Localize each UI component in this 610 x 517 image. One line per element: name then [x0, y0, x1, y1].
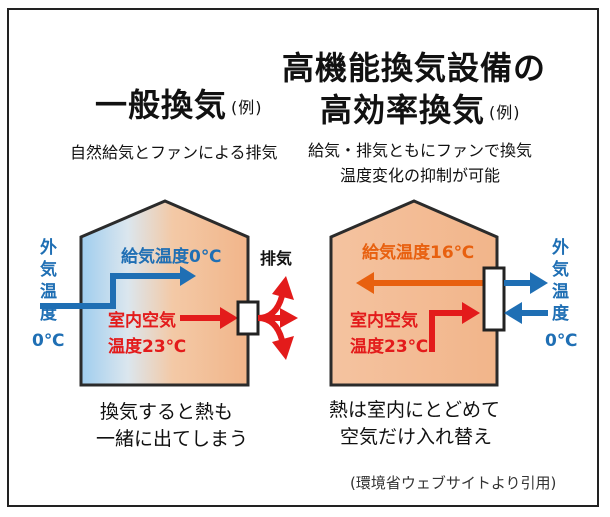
source-citation: (環境省ウェブサイトより引用) — [350, 474, 557, 492]
left-title: 一般換気(例) — [95, 86, 263, 124]
svg-text:気: 気 — [551, 259, 569, 280]
right-outside-arrows — [504, 272, 548, 324]
left-house — [79, 199, 250, 387]
left-room-label-2: 温度23℃ — [108, 336, 186, 357]
svg-text:度: 度 — [552, 303, 570, 324]
right-room-label-2: 温度23℃ — [350, 336, 428, 357]
left-supply-label: 給気温度0℃ — [121, 246, 221, 267]
right-title-line-2: 高効率換気(例) — [320, 91, 521, 129]
right-caption-line-2: 空気だけ入れ替え — [340, 426, 493, 448]
left-room-label-1: 室内空気 — [108, 310, 176, 331]
right-room-label-1: 室内空気 — [350, 310, 418, 331]
svg-text:度: 度 — [40, 303, 58, 324]
right-subtitle-line-1: 給気・排気ともにファンで換気 — [308, 141, 533, 160]
right-room-arrow — [429, 302, 480, 352]
left-supply-arrow — [40, 266, 196, 309]
left-outside-temp-label: 外 気 温 度 0℃ — [32, 237, 64, 351]
right-title-line-1: 高機能換気設備の — [282, 49, 547, 87]
left-house-body — [79, 199, 250, 387]
svg-text:外: 外 — [40, 237, 57, 258]
left-subtitle: 自然給気とファンによる排気 — [70, 143, 278, 162]
left-room-arrow — [180, 307, 238, 329]
right-outside-temp-label: 外 気 温 度 0℃ — [545, 237, 577, 351]
svg-text:外: 外 — [552, 237, 569, 258]
right-house-body — [329, 199, 499, 387]
svg-text:温: 温 — [552, 282, 569, 302]
right-house — [329, 199, 499, 387]
svg-text:気: 気 — [39, 259, 57, 280]
right-caption-line-1: 熱は室内にとどめて — [329, 399, 501, 421]
right-supply-label: 給気温度16℃ — [362, 242, 474, 263]
right-subtitle-line-2: 温度変化の抑制が可能 — [340, 166, 501, 185]
left-exhaust-label: 排気 — [260, 249, 292, 268]
svg-text:0℃: 0℃ — [545, 331, 577, 351]
left-caption-line-1: 換気すると熱も — [100, 401, 234, 423]
right-heat-exchanger — [482, 266, 506, 332]
left-exhaust-fan — [236, 300, 260, 336]
svg-text:0℃: 0℃ — [32, 331, 64, 351]
left-caption-line-2: 一緒に出てしまう — [96, 428, 249, 450]
left-exhaust-arrows — [257, 276, 298, 360]
svg-text:温: 温 — [40, 282, 57, 302]
right-supply-arrow — [356, 272, 486, 294]
